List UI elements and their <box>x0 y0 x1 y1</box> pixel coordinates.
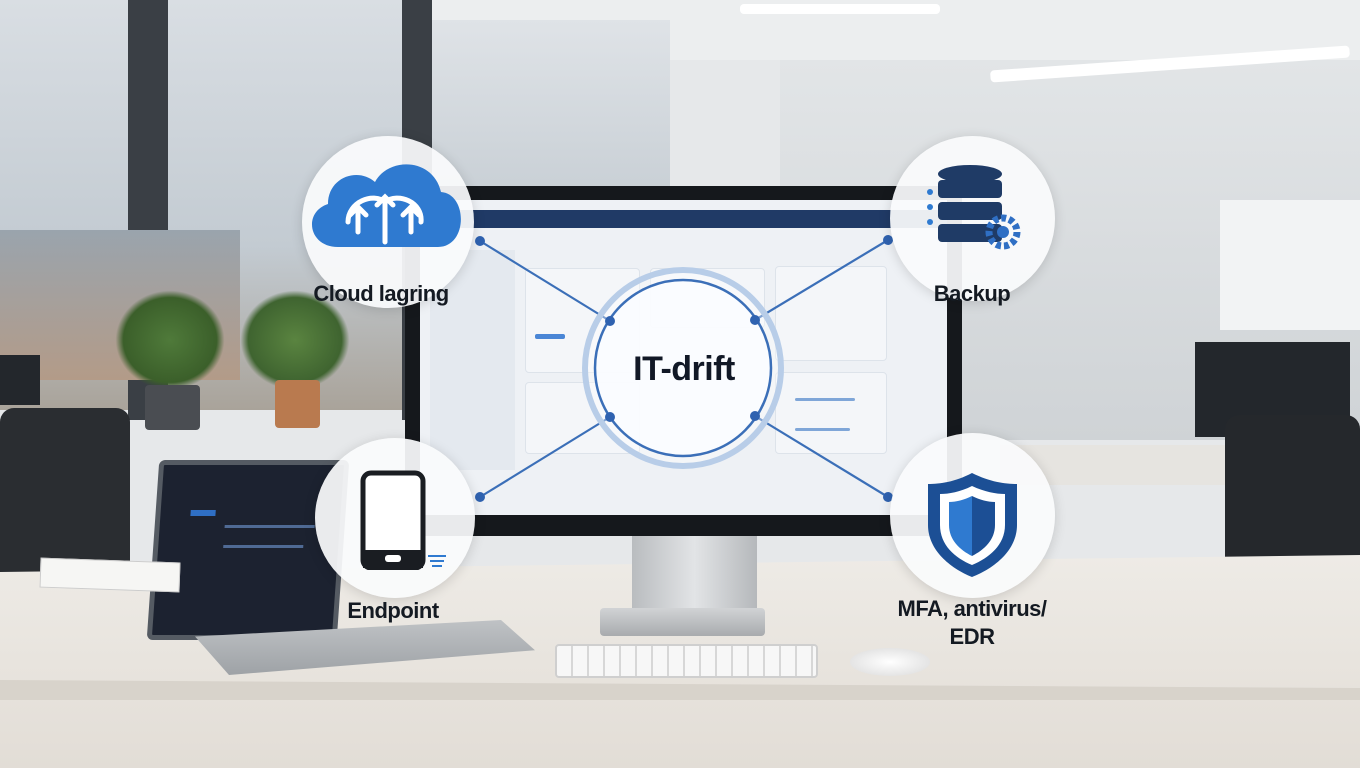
plant <box>115 290 225 390</box>
plant-pot <box>275 380 320 428</box>
plant-pot <box>145 385 200 430</box>
whiteboard <box>1220 200 1360 330</box>
screen-bar <box>795 428 850 431</box>
connector-line <box>754 415 889 498</box>
screen-card <box>775 266 887 361</box>
connector-line <box>479 416 611 498</box>
database-gear-icon <box>927 165 1021 250</box>
shield-icon <box>928 473 1017 577</box>
center-circle <box>593 278 773 458</box>
cloud-storage-label: Cloud lagring <box>313 281 449 306</box>
background-monitor <box>0 355 40 405</box>
connector-node <box>475 492 485 502</box>
connector-node <box>750 411 760 421</box>
smartphone-icon <box>360 470 446 570</box>
center-label: IT-drift <box>633 350 735 388</box>
connector-node <box>883 235 893 245</box>
security-label-line1: MFA, antivirus/ <box>897 596 1047 621</box>
security-label-line2: EDR <box>949 624 995 649</box>
connector-line <box>479 240 611 322</box>
plant <box>240 290 350 390</box>
monitor-screen <box>420 200 947 515</box>
monitor-base <box>600 608 765 636</box>
connector-node <box>475 236 485 246</box>
screen-titlebar <box>420 210 947 228</box>
endpoint-label: Endpoint <box>347 598 439 623</box>
mouse[interactable] <box>850 648 930 676</box>
screen-card <box>775 372 887 454</box>
keyboard[interactable] <box>555 644 818 678</box>
connector-node <box>605 316 615 326</box>
connector-node <box>605 412 615 422</box>
screen-bar <box>795 398 855 401</box>
security-label: MFA, antivirus/ EDR <box>898 595 1047 651</box>
cloud-upload-icon <box>311 164 461 247</box>
screen-button <box>535 334 565 339</box>
ceiling-light <box>740 4 940 14</box>
connector-line <box>754 239 889 321</box>
window-right <box>430 20 670 200</box>
backup-label: Backup <box>933 281 1011 306</box>
connector-node <box>750 315 760 325</box>
